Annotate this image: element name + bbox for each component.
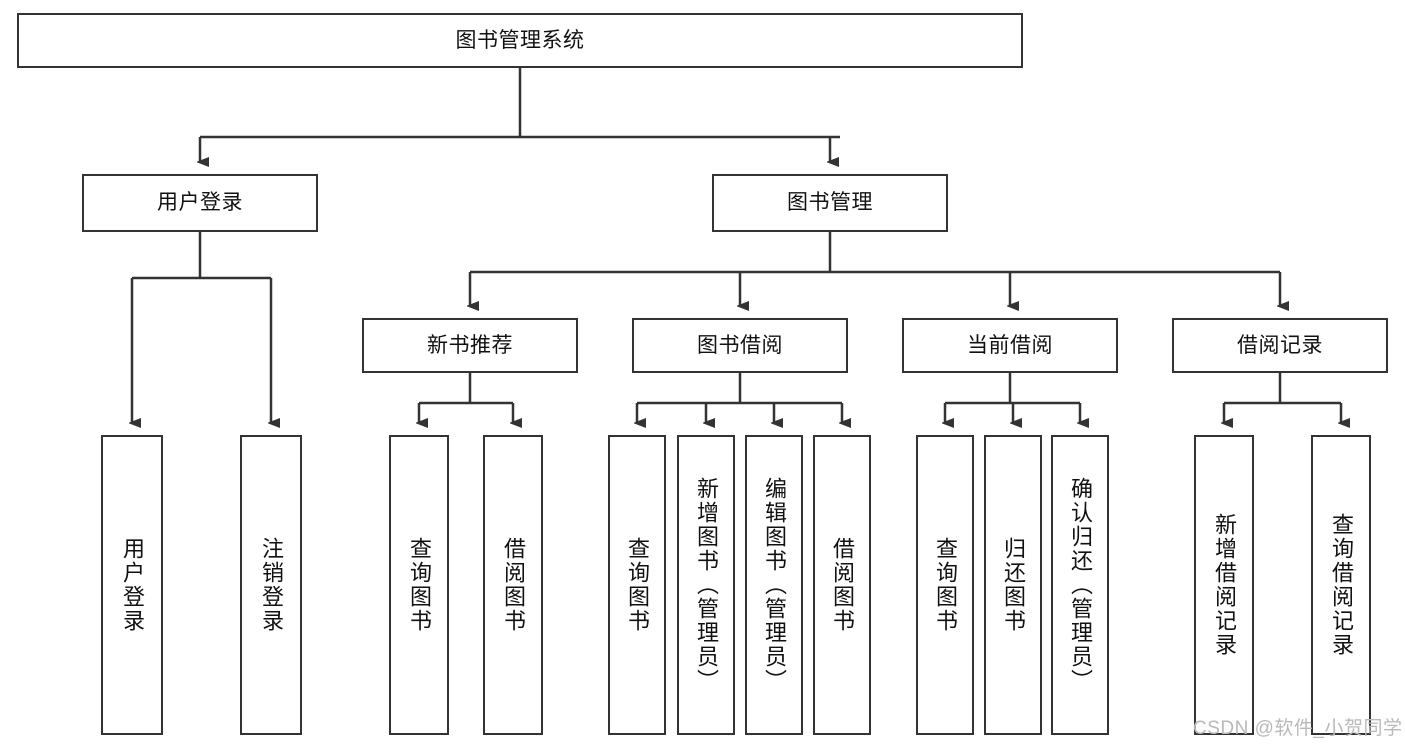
node-leaf-confirm-return-admin[interactable]: 确认归还（管理员） bbox=[1051, 435, 1109, 735]
node-leaf-borrow-book-recommend-label: 借阅图书 bbox=[500, 537, 526, 633]
node-current-borrow[interactable]: 当前借阅 bbox=[902, 318, 1118, 373]
node-leaf-edit-book-admin[interactable]: 编辑图书（管理员） bbox=[745, 435, 803, 735]
node-leaf-query-book-recommend-label: 查询图书 bbox=[406, 537, 432, 633]
node-new-book-recommend-label: 新书推荐 bbox=[427, 333, 513, 357]
node-borrow-record-label: 借阅记录 bbox=[1237, 333, 1323, 357]
node-leaf-query-borrow-record-label: 查询借阅记录 bbox=[1328, 513, 1354, 657]
node-leaf-query-book-borrow-label: 查询图书 bbox=[624, 537, 650, 633]
node-user-login[interactable]: 用户登录 bbox=[82, 174, 318, 232]
node-leaf-query-book-current[interactable]: 查询图书 bbox=[916, 435, 974, 735]
node-user-login-label: 用户登录 bbox=[157, 191, 243, 215]
node-leaf-add-book-admin-label: 新增图书（管理员） bbox=[693, 477, 719, 693]
node-leaf-add-borrow-record-label: 新增借阅记录 bbox=[1211, 513, 1237, 657]
node-leaf-edit-book-admin-label: 编辑图书（管理员） bbox=[761, 477, 787, 693]
node-leaf-borrow-book-recommend[interactable]: 借阅图书 bbox=[483, 435, 543, 735]
node-leaf-return-book[interactable]: 归还图书 bbox=[984, 435, 1042, 735]
node-book-borrow-label: 图书借阅 bbox=[697, 333, 783, 357]
node-leaf-logout[interactable]: 注销登录 bbox=[240, 435, 302, 735]
node-root-label: 图书管理系统 bbox=[455, 28, 585, 52]
watermark-text: CSDN @软件_小贺同学 bbox=[1193, 718, 1403, 739]
node-leaf-query-borrow-record[interactable]: 查询借阅记录 bbox=[1311, 435, 1371, 735]
node-leaf-logout-label: 注销登录 bbox=[258, 537, 284, 633]
node-book-management-label: 图书管理 bbox=[787, 191, 873, 215]
node-book-management[interactable]: 图书管理 bbox=[712, 174, 948, 232]
node-leaf-borrow-book-label: 借阅图书 bbox=[829, 537, 855, 633]
node-leaf-borrow-book[interactable]: 借阅图书 bbox=[813, 435, 871, 735]
node-root[interactable]: 图书管理系统 bbox=[17, 13, 1023, 68]
node-borrow-record[interactable]: 借阅记录 bbox=[1172, 318, 1388, 373]
node-leaf-user-login[interactable]: 用户登录 bbox=[101, 435, 163, 735]
node-leaf-user-login-label: 用户登录 bbox=[119, 537, 145, 633]
node-book-borrow[interactable]: 图书借阅 bbox=[632, 318, 848, 373]
node-new-book-recommend[interactable]: 新书推荐 bbox=[362, 318, 578, 373]
node-leaf-add-borrow-record[interactable]: 新增借阅记录 bbox=[1194, 435, 1254, 735]
node-leaf-return-book-label: 归还图书 bbox=[1000, 537, 1026, 633]
node-leaf-query-book-borrow[interactable]: 查询图书 bbox=[608, 435, 666, 735]
node-leaf-confirm-return-admin-label: 确认归还（管理员） bbox=[1067, 477, 1093, 693]
node-leaf-add-book-admin[interactable]: 新增图书（管理员） bbox=[677, 435, 735, 735]
node-current-borrow-label: 当前借阅 bbox=[967, 333, 1053, 357]
node-leaf-query-book-current-label: 查询图书 bbox=[932, 537, 958, 633]
node-leaf-query-book-recommend[interactable]: 查询图书 bbox=[389, 435, 449, 735]
